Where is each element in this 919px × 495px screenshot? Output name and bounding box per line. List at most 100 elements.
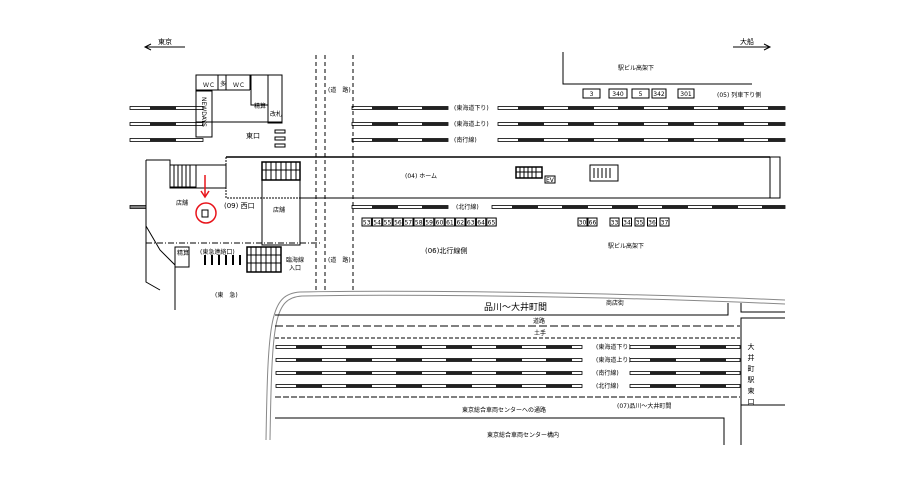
rail-sleeper	[518, 138, 544, 142]
rail-sleeper	[446, 345, 472, 349]
rail-sleeper	[372, 122, 398, 126]
rail-sleeper	[700, 371, 726, 375]
platform-label: (04) ホーム	[405, 173, 437, 180]
car-box-number: 55	[384, 220, 392, 227]
car-box-number: 35	[636, 220, 644, 227]
rail-sleeper	[422, 138, 448, 142]
car-box-number: 3	[590, 91, 594, 98]
section-title: 品川～大井町間	[484, 301, 547, 313]
rail-sleeper	[700, 345, 726, 349]
rail	[629, 345, 741, 349]
stairs	[169, 161, 301, 273]
car-box	[434, 217, 445, 227]
car-box-number: 54	[373, 220, 381, 227]
direction-tokyo: 東京	[143, 37, 185, 51]
west-exit-label: (09) 西口	[224, 202, 255, 210]
rail-sleeper	[768, 122, 785, 126]
rail-sleeper	[446, 371, 472, 375]
car-box	[465, 217, 476, 227]
rail-sleeper	[718, 122, 744, 126]
track-label: (東海道下り)	[454, 104, 489, 112]
shop-label: 店舗	[176, 199, 188, 207]
car-box-number: 60	[436, 220, 444, 227]
rail	[275, 358, 583, 362]
rail-sleeper	[568, 138, 594, 142]
rail-sleeper	[396, 384, 422, 388]
car-box	[455, 217, 466, 227]
north-side-label: (06)北行線側	[425, 246, 467, 255]
rail-sleeper	[150, 138, 176, 142]
rail-sleeper	[372, 138, 398, 142]
rail-sleeper	[346, 358, 372, 362]
station-building-label: 駅ビル高架下	[608, 242, 644, 250]
wc-women: ＷＣ	[203, 82, 215, 89]
car-box	[651, 88, 667, 99]
rail-sleeper	[618, 122, 644, 126]
rail-sleeper	[768, 106, 785, 110]
car-box	[587, 217, 598, 227]
rail-sleeper	[296, 358, 322, 362]
passage-label: 東京総合車両センターへの通路	[462, 406, 546, 414]
road-label: (道 路)	[328, 86, 351, 94]
tracks: (東海道下り)(東海道上り)(南行線)(北行線)(東海道下り)(東海道上り)(南…	[129, 104, 786, 390]
rail-sleeper	[668, 106, 694, 110]
car-box	[631, 88, 650, 99]
rail-sleeper	[446, 384, 472, 388]
rail-sleeper	[496, 371, 522, 375]
car-box-number: 66	[589, 220, 597, 227]
rail-sleeper	[718, 106, 744, 110]
car-box-number: 59	[425, 220, 433, 227]
car-box-number: 64	[477, 220, 485, 227]
rail-sleeper	[396, 371, 422, 375]
east-exit-label: 東口	[246, 131, 260, 140]
rail-sleeper	[372, 205, 398, 209]
car-box-number: 33	[611, 220, 619, 227]
rail-sleeper	[618, 106, 644, 110]
rail-sleeper	[568, 106, 594, 110]
car-box	[609, 217, 620, 227]
car-box	[423, 217, 435, 227]
oimachi-east-exit-label: 大井町駅東口	[747, 342, 755, 409]
lower-section	[265, 290, 786, 445]
car-box-number: 34	[623, 220, 631, 227]
rail-sleeper	[700, 384, 726, 388]
rail-sleeper	[700, 358, 726, 362]
elevator-label: EV	[546, 177, 555, 184]
office-label: 精算	[254, 102, 266, 110]
car-box-number: 36	[648, 220, 656, 227]
car-box	[371, 217, 383, 227]
car-box-number: 56	[394, 220, 402, 227]
rail	[275, 384, 583, 388]
rail-sleeper	[712, 205, 738, 209]
car-box-number: 37	[661, 220, 669, 227]
rail-sleeper	[546, 358, 572, 362]
rail-sleeper	[562, 205, 588, 209]
rail-sleeper	[662, 205, 688, 209]
shop-label: 店舗	[273, 206, 285, 214]
car-box-number: 58	[415, 220, 423, 227]
rail-sleeper	[496, 345, 522, 349]
car-box-number: 340	[612, 91, 624, 98]
rail-sleeper	[668, 138, 694, 142]
newdays-label: NEWDAYS	[200, 97, 207, 127]
car-box	[659, 217, 670, 227]
car-box-number: 30	[579, 220, 587, 227]
car-box-number: 53	[363, 220, 371, 227]
rail-sleeper	[296, 384, 322, 388]
track-label: (北行線)	[596, 382, 619, 390]
car-box-number: 5	[639, 91, 643, 98]
bank-label: 土手	[534, 329, 546, 337]
rinkai-entrance-label: 入口	[289, 265, 301, 272]
platform	[226, 156, 781, 199]
car-box	[403, 217, 414, 227]
rail-sleeper	[150, 106, 176, 110]
car-box-number: 342	[653, 91, 665, 98]
car-box	[361, 217, 372, 227]
car-box	[392, 217, 404, 227]
car-box-number: 65	[488, 220, 496, 227]
car-box-number: 62	[456, 220, 464, 227]
rail-sleeper	[762, 205, 785, 209]
rail-sleeper	[618, 138, 644, 142]
